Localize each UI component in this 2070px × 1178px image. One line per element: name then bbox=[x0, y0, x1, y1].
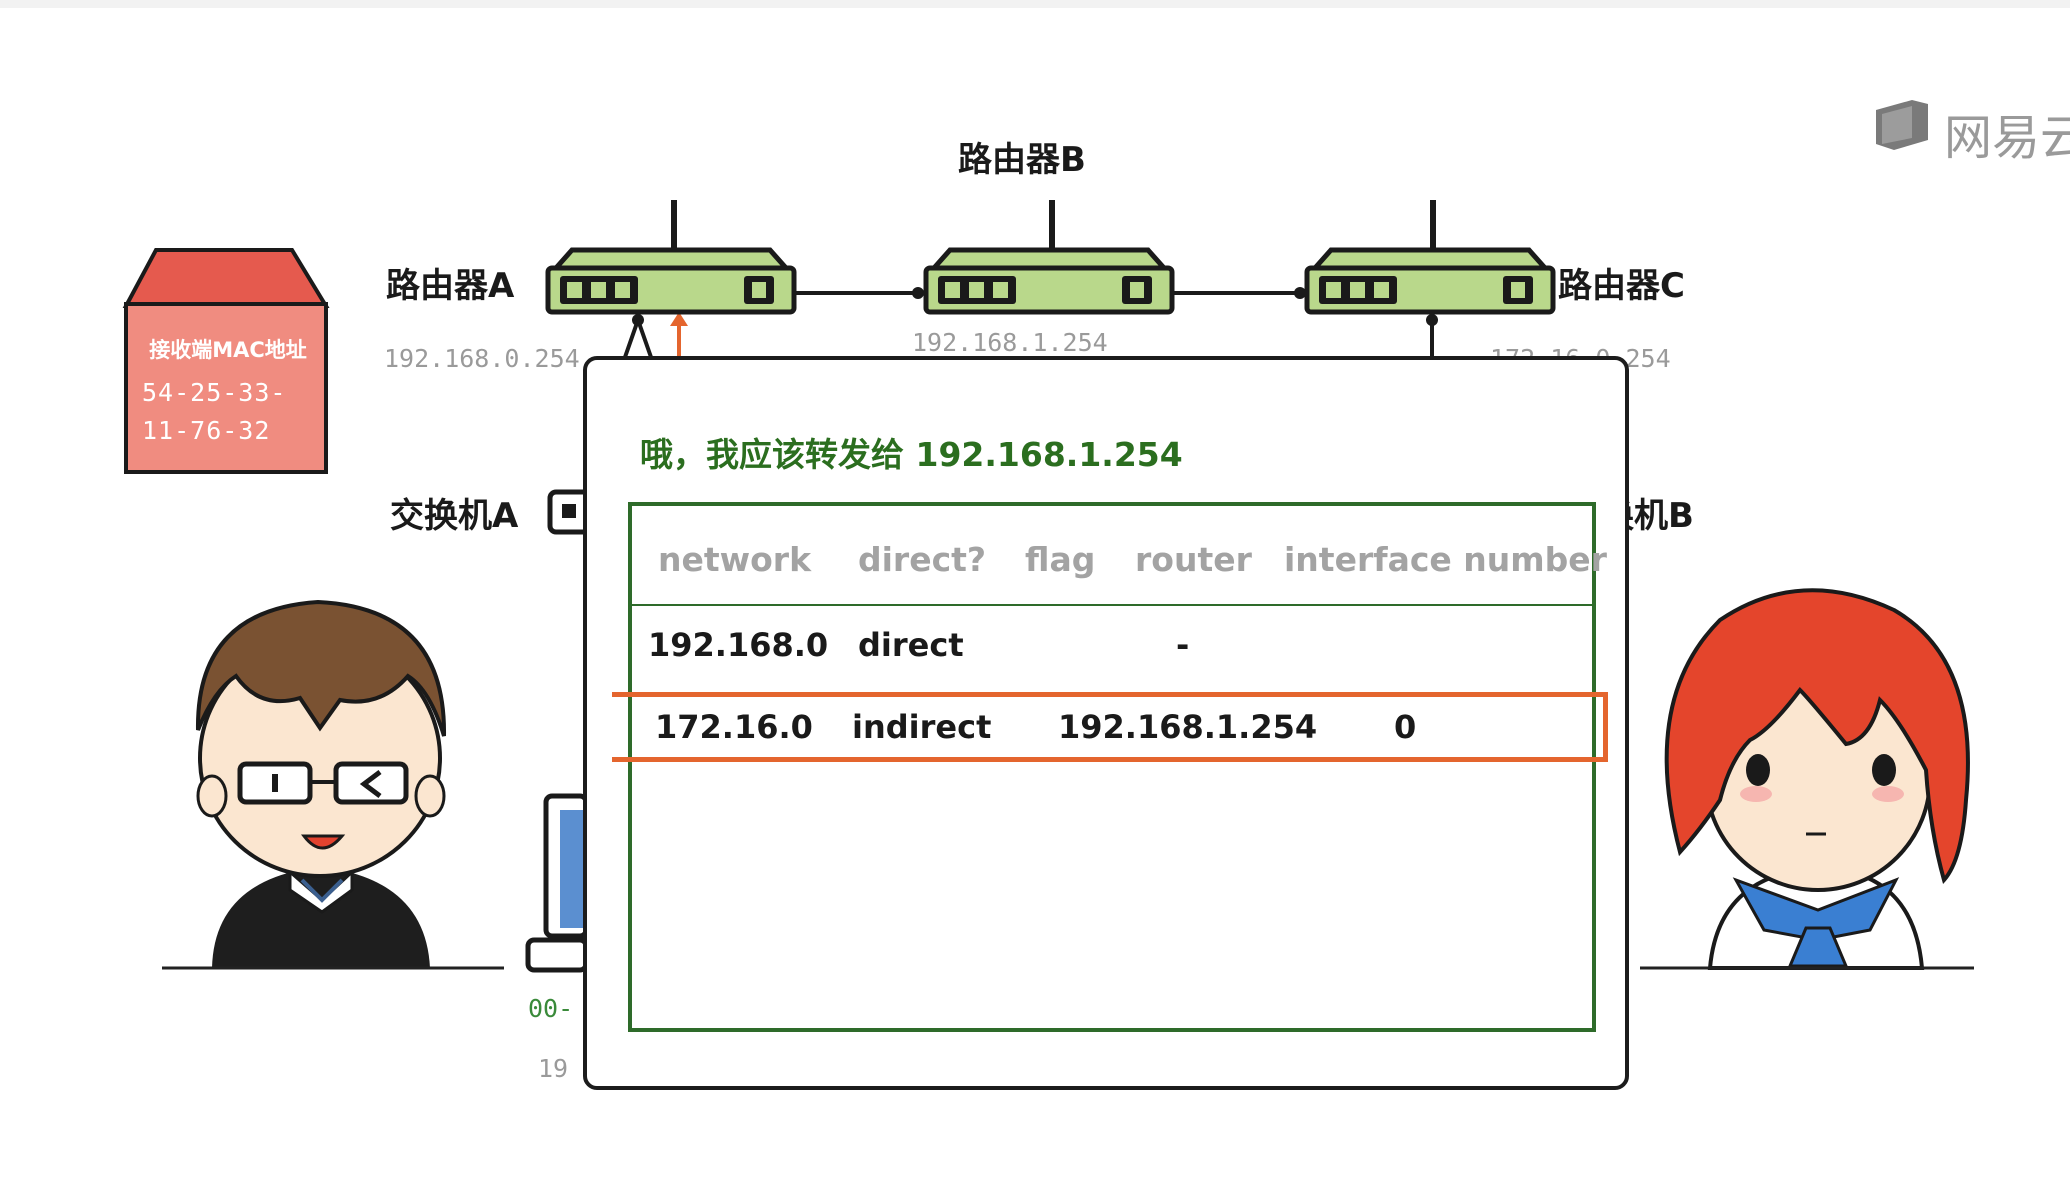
cable-a-down bbox=[622, 314, 654, 361]
col-header-direct: direct? bbox=[858, 540, 987, 579]
router-c-label: 路由器C bbox=[1558, 266, 1685, 306]
row1-direct: direct bbox=[858, 626, 964, 664]
boy-character bbox=[195, 599, 447, 968]
cable-c-down bbox=[1426, 314, 1438, 360]
top-bar bbox=[0, 0, 2070, 8]
row2-interface: 0 bbox=[1394, 708, 1417, 746]
girl-character bbox=[1664, 588, 1970, 970]
row2-direct: indirect bbox=[852, 708, 992, 746]
watermark-logo-icon bbox=[1876, 100, 1928, 150]
row2-network: 172.16.0 bbox=[655, 708, 813, 746]
laptop-icon bbox=[525, 793, 589, 973]
envelope-icon bbox=[122, 248, 330, 474]
router-c-icon bbox=[1304, 200, 1556, 315]
router-a-label: 路由器A bbox=[386, 266, 515, 306]
watermark-text: 网易云 bbox=[1944, 110, 2070, 166]
col-header-network: network bbox=[658, 540, 812, 579]
col-header-interface: interface number bbox=[1284, 540, 1607, 579]
envelope-mac-line2: 11-76-32 bbox=[142, 416, 271, 445]
router-a-ip: 192.168.0.254 bbox=[384, 344, 580, 373]
orange-arrow bbox=[670, 312, 688, 360]
popup-title: 哦，我应该转发给 192.168.1.254 bbox=[640, 435, 1183, 474]
row1-router: - bbox=[1176, 626, 1190, 664]
envelope-label: 接收端MAC地址 bbox=[149, 338, 307, 362]
envelope-mac-line1: 54-25-33- bbox=[142, 378, 287, 407]
highlight-row-box bbox=[612, 692, 1608, 762]
col-header-flag: flag bbox=[1025, 540, 1096, 579]
router-b-icon bbox=[923, 200, 1175, 315]
routing-popup bbox=[583, 356, 1629, 1090]
pc-ip-fragment: 19 bbox=[538, 1054, 569, 1083]
routing-table-header-divider bbox=[632, 604, 1592, 606]
row1-network: 192.168.0 bbox=[648, 626, 829, 664]
routing-table bbox=[628, 502, 1596, 1032]
router-b-ip: 192.168.1.254 bbox=[912, 328, 1108, 357]
row2-router: 192.168.1.254 bbox=[1058, 708, 1318, 746]
switch-a-label: 交换机A bbox=[390, 496, 519, 536]
router-b-label: 路由器B bbox=[958, 140, 1086, 180]
pc-mac-fragment: 00- bbox=[528, 994, 574, 1023]
col-header-router: router bbox=[1135, 540, 1252, 579]
router-a-icon bbox=[545, 200, 797, 315]
